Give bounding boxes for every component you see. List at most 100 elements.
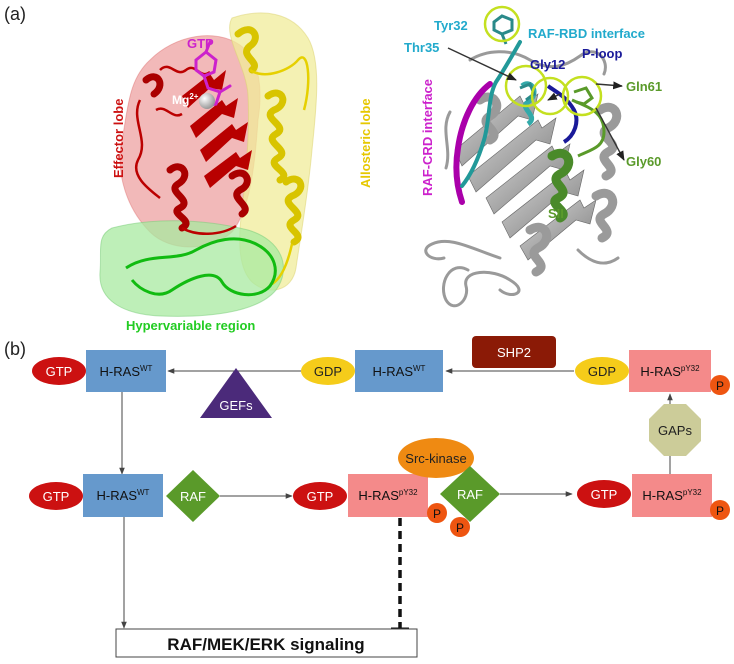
- hras-wt-text-mid: H-RASWT: [373, 364, 426, 379]
- hras-py32-top-main: H-RAS: [640, 364, 681, 379]
- effector-lobe-label: Effector lobe: [111, 99, 126, 178]
- allosteric-coil: [249, 56, 310, 286]
- raf-diamond-left: [166, 470, 220, 522]
- hras-wt-mid-main: H-RAS: [373, 364, 414, 379]
- gtp-molecule: [194, 40, 232, 108]
- phospho-badge-top: [710, 375, 730, 395]
- phospho-badge-raf: [450, 517, 470, 537]
- phospho-text-right: P: [716, 504, 724, 518]
- gly12-label: Gly12: [530, 57, 565, 72]
- hras-wt-text-top: H-RASWT: [100, 364, 153, 379]
- hras-py32-text-mid: H-RASpY32: [358, 488, 418, 503]
- highlight-circles: [483, 5, 603, 117]
- phospho-text-raf: P: [456, 521, 464, 535]
- phospho-badge-mid: [427, 503, 447, 523]
- phospho-text-mid: P: [433, 507, 441, 521]
- allosteric-lobe-label: Allosteric lobe: [358, 98, 373, 188]
- hras-wt-row2-sup: WT: [137, 488, 150, 497]
- thr35-label: Thr35: [404, 40, 439, 55]
- raf-crd-segment: [453, 81, 493, 205]
- hras-wt-row2-main: H-RAS: [97, 488, 138, 503]
- raf-rbd-interface-label: RAF-RBD interface: [528, 26, 645, 41]
- allosteric-helices: [234, 26, 305, 246]
- mg-label: Mg2+: [172, 92, 199, 107]
- switch-i-segment: [460, 40, 522, 188]
- effector-helices: [142, 73, 251, 232]
- hras-wt-mid-sup: WT: [413, 364, 426, 373]
- mg-label-text: Mg: [172, 93, 189, 107]
- raf-crd-interface-label: RAF-CRD interface: [420, 79, 435, 196]
- src-kinase-text: Src-kinase: [405, 451, 466, 466]
- hras-py32-right-sup: pY32: [683, 488, 702, 497]
- gtp-text-row2-right: GTP: [591, 487, 618, 502]
- p-loop-segment: [546, 84, 579, 144]
- gln61-label: Gln61: [626, 79, 662, 94]
- gln61-sticks: [573, 86, 594, 106]
- hras-wt-box-row2: [83, 474, 163, 517]
- gtp-badge-row2-right: [577, 480, 631, 508]
- gaps-octagon: [649, 404, 701, 456]
- gtp-text-row2-mid: GTP: [307, 489, 334, 504]
- gtp-text-row2-left: GTP: [43, 489, 70, 504]
- hras-py32-box-right: [632, 474, 712, 517]
- hras-wt-text-row2: H-RASWT: [97, 488, 150, 503]
- shp2-box: [472, 336, 556, 368]
- phospho-badge-right: [710, 500, 730, 520]
- mg-ion: [199, 93, 215, 109]
- hras-wt-top-main: H-RAS: [100, 364, 141, 379]
- hras-py32-text-top: H-RASpY32: [640, 364, 700, 379]
- gefs-triangle: [200, 368, 272, 418]
- gefs-text: GEFs: [219, 398, 253, 413]
- shp2-text: SHP2: [497, 345, 531, 360]
- ras-coil: [424, 50, 620, 308]
- signaling-text: RAF/MEK/ERK signaling: [167, 635, 364, 654]
- signaling-box: [115, 628, 418, 658]
- phospho-text-top: P: [716, 379, 724, 393]
- raf-diamond-right: [440, 466, 500, 522]
- hras-py32-top-sup: pY32: [681, 364, 700, 373]
- hypervariable-region-coil: [125, 237, 277, 297]
- left-protein-structure: GTP Mg2+ Effector lobe Allosteric lobe H…: [99, 12, 373, 333]
- gdp-badge-right: [575, 357, 629, 385]
- hras-wt-box-mid: [355, 350, 443, 392]
- switch-ii-loop: [571, 98, 606, 158]
- panel-b-label: (b): [4, 339, 26, 359]
- hras-py32-mid-sup: pY32: [399, 488, 418, 497]
- hras-py32-mid-main: H-RAS: [358, 488, 399, 503]
- hras-py32-box-top: [629, 350, 711, 392]
- switch-ii-helix: [547, 148, 574, 223]
- gtp-text-top-left: GTP: [46, 364, 73, 379]
- gtp-label: GTP: [187, 36, 214, 51]
- mg-charge: 2+: [189, 92, 198, 101]
- gtp-badge-row2-left: [29, 482, 83, 510]
- raf-text-right: RAF: [457, 487, 483, 502]
- gly12-highlight: [530, 76, 570, 116]
- gdp-text-right: GDP: [588, 364, 616, 379]
- raf-text-left: RAF: [180, 489, 206, 504]
- right-protein-structure: Tyr32 RAF-RBD interface Thr35 Gly12 P-lo…: [404, 5, 662, 308]
- gdp-badge-mid: [301, 357, 355, 385]
- hras-py32-text-right: H-RASpY32: [642, 488, 702, 503]
- sii-label: SII: [548, 206, 564, 221]
- gtp-badge-top-left: [32, 357, 86, 385]
- tyr32-label: Tyr32: [434, 18, 468, 33]
- src-kinase-badge: [398, 438, 474, 478]
- panel-a-label: (a): [4, 4, 26, 24]
- tyr32-highlight: [483, 5, 521, 43]
- row2-nodes: GTP H-RASWT RAF GTP H-RASpY32 P Src-kina…: [29, 438, 730, 537]
- hras-wt-top-sup: WT: [140, 364, 153, 373]
- row1-nodes: GTP H-RASWT GDP H-RASWT SHP2 GDP H-RASpY…: [32, 336, 730, 456]
- hras-py32-right-main: H-RAS: [642, 488, 683, 503]
- gdp-text-mid: GDP: [314, 364, 342, 379]
- callout-arrows: [447, 47, 625, 161]
- thr35-highlight: [504, 64, 548, 108]
- hras-wt-box-top: [86, 350, 166, 392]
- hras-py32-box-mid: [348, 474, 428, 517]
- inhibition-link: [391, 518, 409, 631]
- thr35-sticks: [519, 82, 536, 102]
- p-loop-label: P-loop: [582, 46, 622, 61]
- effector-sheets: [182, 70, 252, 188]
- gaps-text: GAPs: [658, 423, 692, 438]
